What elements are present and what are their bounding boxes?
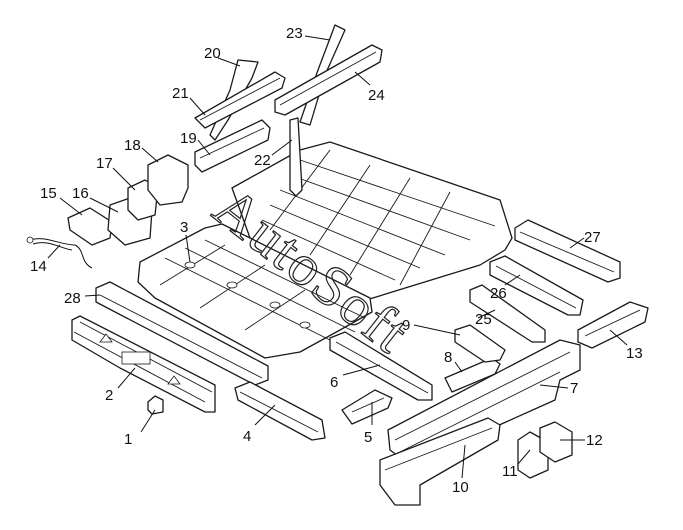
front-floor-panel xyxy=(137,223,373,359)
callout-20: 20 xyxy=(204,45,221,62)
callout-6: 6 xyxy=(330,374,338,391)
callout-14: 14 xyxy=(30,258,47,275)
cable-rod xyxy=(26,236,93,269)
rear-cross-rail xyxy=(514,219,621,283)
callout-24: 24 xyxy=(368,87,385,104)
callout-23: 23 xyxy=(286,25,303,42)
rear-end-member xyxy=(577,301,649,349)
callout-17: 17 xyxy=(96,155,113,172)
bracket-18 xyxy=(147,154,189,206)
rail-24 xyxy=(274,44,383,116)
small-bracket xyxy=(341,389,393,425)
lower-sill-member xyxy=(379,417,501,506)
callout-15: 15 xyxy=(40,185,57,202)
upper-member-21 xyxy=(194,71,286,129)
bracket-15 xyxy=(67,207,113,246)
callout-9: 9 xyxy=(402,317,410,334)
callout-4: 4 xyxy=(243,428,251,445)
callout-25: 25 xyxy=(475,311,492,328)
upper-member-19 xyxy=(194,119,271,173)
callout-3: 3 xyxy=(180,219,188,236)
inner-member-9 xyxy=(454,324,506,363)
centre-member xyxy=(329,331,433,401)
callouts: 1 2 3 4 5 6 7 8 9 10 11 12 13 14 15 16 1 xyxy=(30,25,643,496)
callout-18: 18 xyxy=(124,137,141,154)
callout-11: 11 xyxy=(502,463,518,480)
bracket-12 xyxy=(539,421,573,463)
callout-16: 16 xyxy=(72,185,89,202)
inner-member-25 xyxy=(469,284,546,343)
left-side-member xyxy=(234,381,326,441)
front-cross-member xyxy=(71,315,216,413)
front-cross-rail xyxy=(95,281,269,386)
callout-10: 10 xyxy=(452,479,469,496)
callout-12: 12 xyxy=(586,432,603,449)
callout-21: 21 xyxy=(172,85,189,102)
inner-member-26 xyxy=(489,255,584,316)
callout-26: 26 xyxy=(490,285,507,302)
callout-7: 7 xyxy=(570,380,578,397)
callout-1: 1 xyxy=(124,431,132,448)
callout-22: 22 xyxy=(254,152,271,169)
callout-27: 27 xyxy=(584,229,601,246)
small-clip xyxy=(147,395,164,415)
callout-28: 28 xyxy=(64,290,81,307)
pillar-22 xyxy=(289,117,303,197)
callout-19: 19 xyxy=(180,130,197,147)
callout-5: 5 xyxy=(364,429,372,446)
callout-13: 13 xyxy=(626,345,643,362)
callout-8: 8 xyxy=(444,349,452,366)
callout-2: 2 xyxy=(105,387,113,404)
